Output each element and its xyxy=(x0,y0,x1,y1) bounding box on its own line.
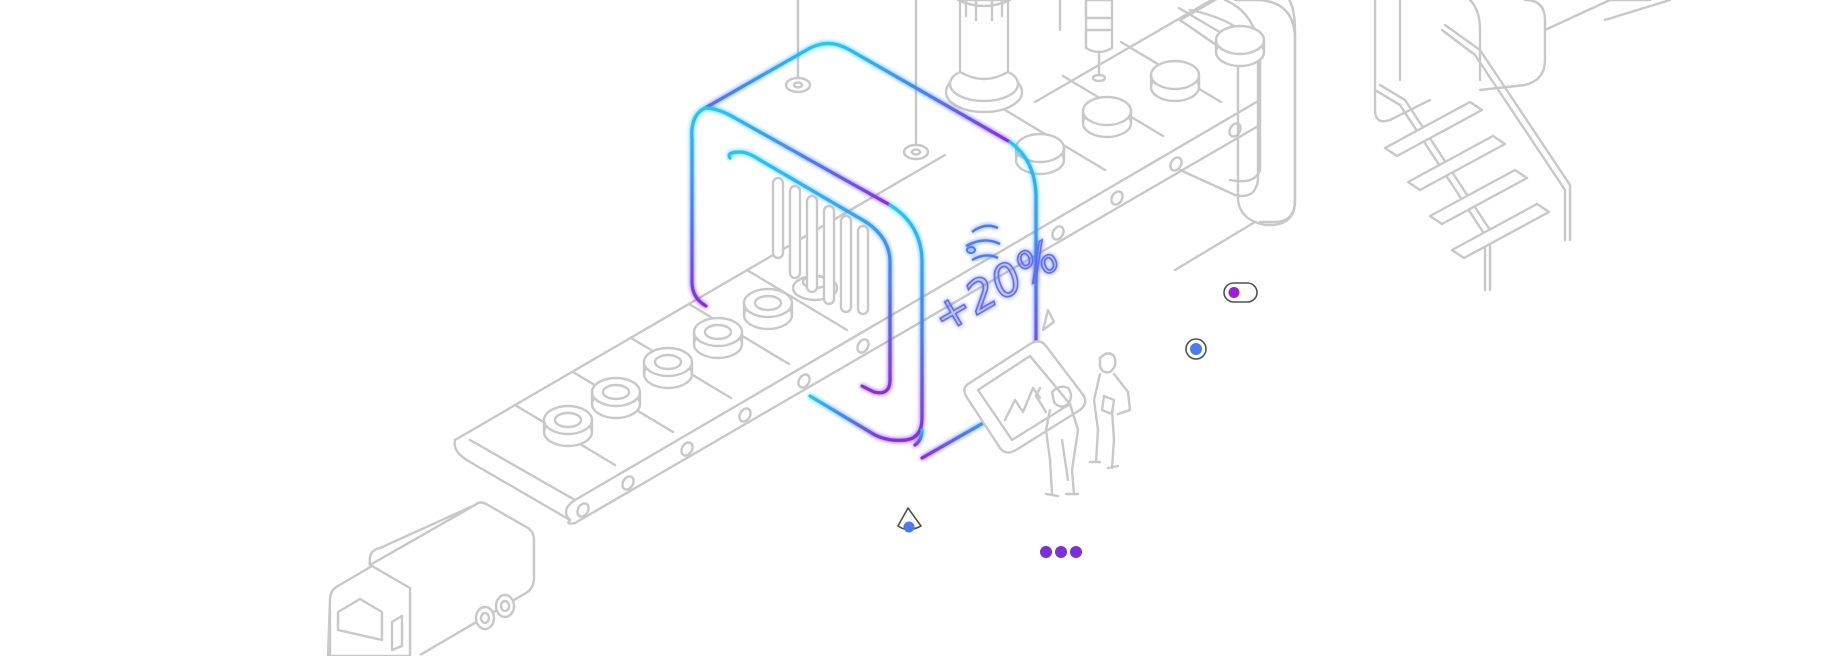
puck xyxy=(692,316,744,360)
delivery-truck xyxy=(326,501,536,656)
puck xyxy=(742,287,794,331)
toggle-switch[interactable] xyxy=(1223,282,1258,303)
puck xyxy=(1081,95,1133,139)
dispenser xyxy=(1084,0,1114,83)
puck xyxy=(1214,24,1266,68)
puck xyxy=(590,376,642,420)
cone-marker-icon[interactable] xyxy=(897,507,922,533)
hanging-sensors xyxy=(784,0,930,161)
staircase xyxy=(1373,23,1572,292)
gate-comb xyxy=(771,176,870,316)
toggle-knob xyxy=(1228,287,1240,298)
neon-gate xyxy=(690,41,1038,460)
puck xyxy=(1149,59,1201,103)
person-engineer xyxy=(1034,385,1080,498)
puck xyxy=(542,404,594,448)
pager-dot[interactable] xyxy=(1040,546,1052,558)
radio-dot xyxy=(1190,343,1202,355)
pager-dot[interactable] xyxy=(1055,546,1067,558)
pager-dots[interactable] xyxy=(1040,546,1082,558)
person-manager xyxy=(1088,352,1132,470)
tablet-display xyxy=(963,308,1087,454)
press-cylinder xyxy=(944,0,1024,114)
gear-icon xyxy=(965,224,1001,262)
puck xyxy=(642,346,694,390)
puck-items xyxy=(542,24,1266,448)
puck xyxy=(1014,132,1066,176)
back-machine xyxy=(1058,0,1672,272)
rear-housing xyxy=(1178,0,1297,227)
pager-dot[interactable] xyxy=(1070,546,1082,558)
radio-button[interactable] xyxy=(1185,338,1207,360)
